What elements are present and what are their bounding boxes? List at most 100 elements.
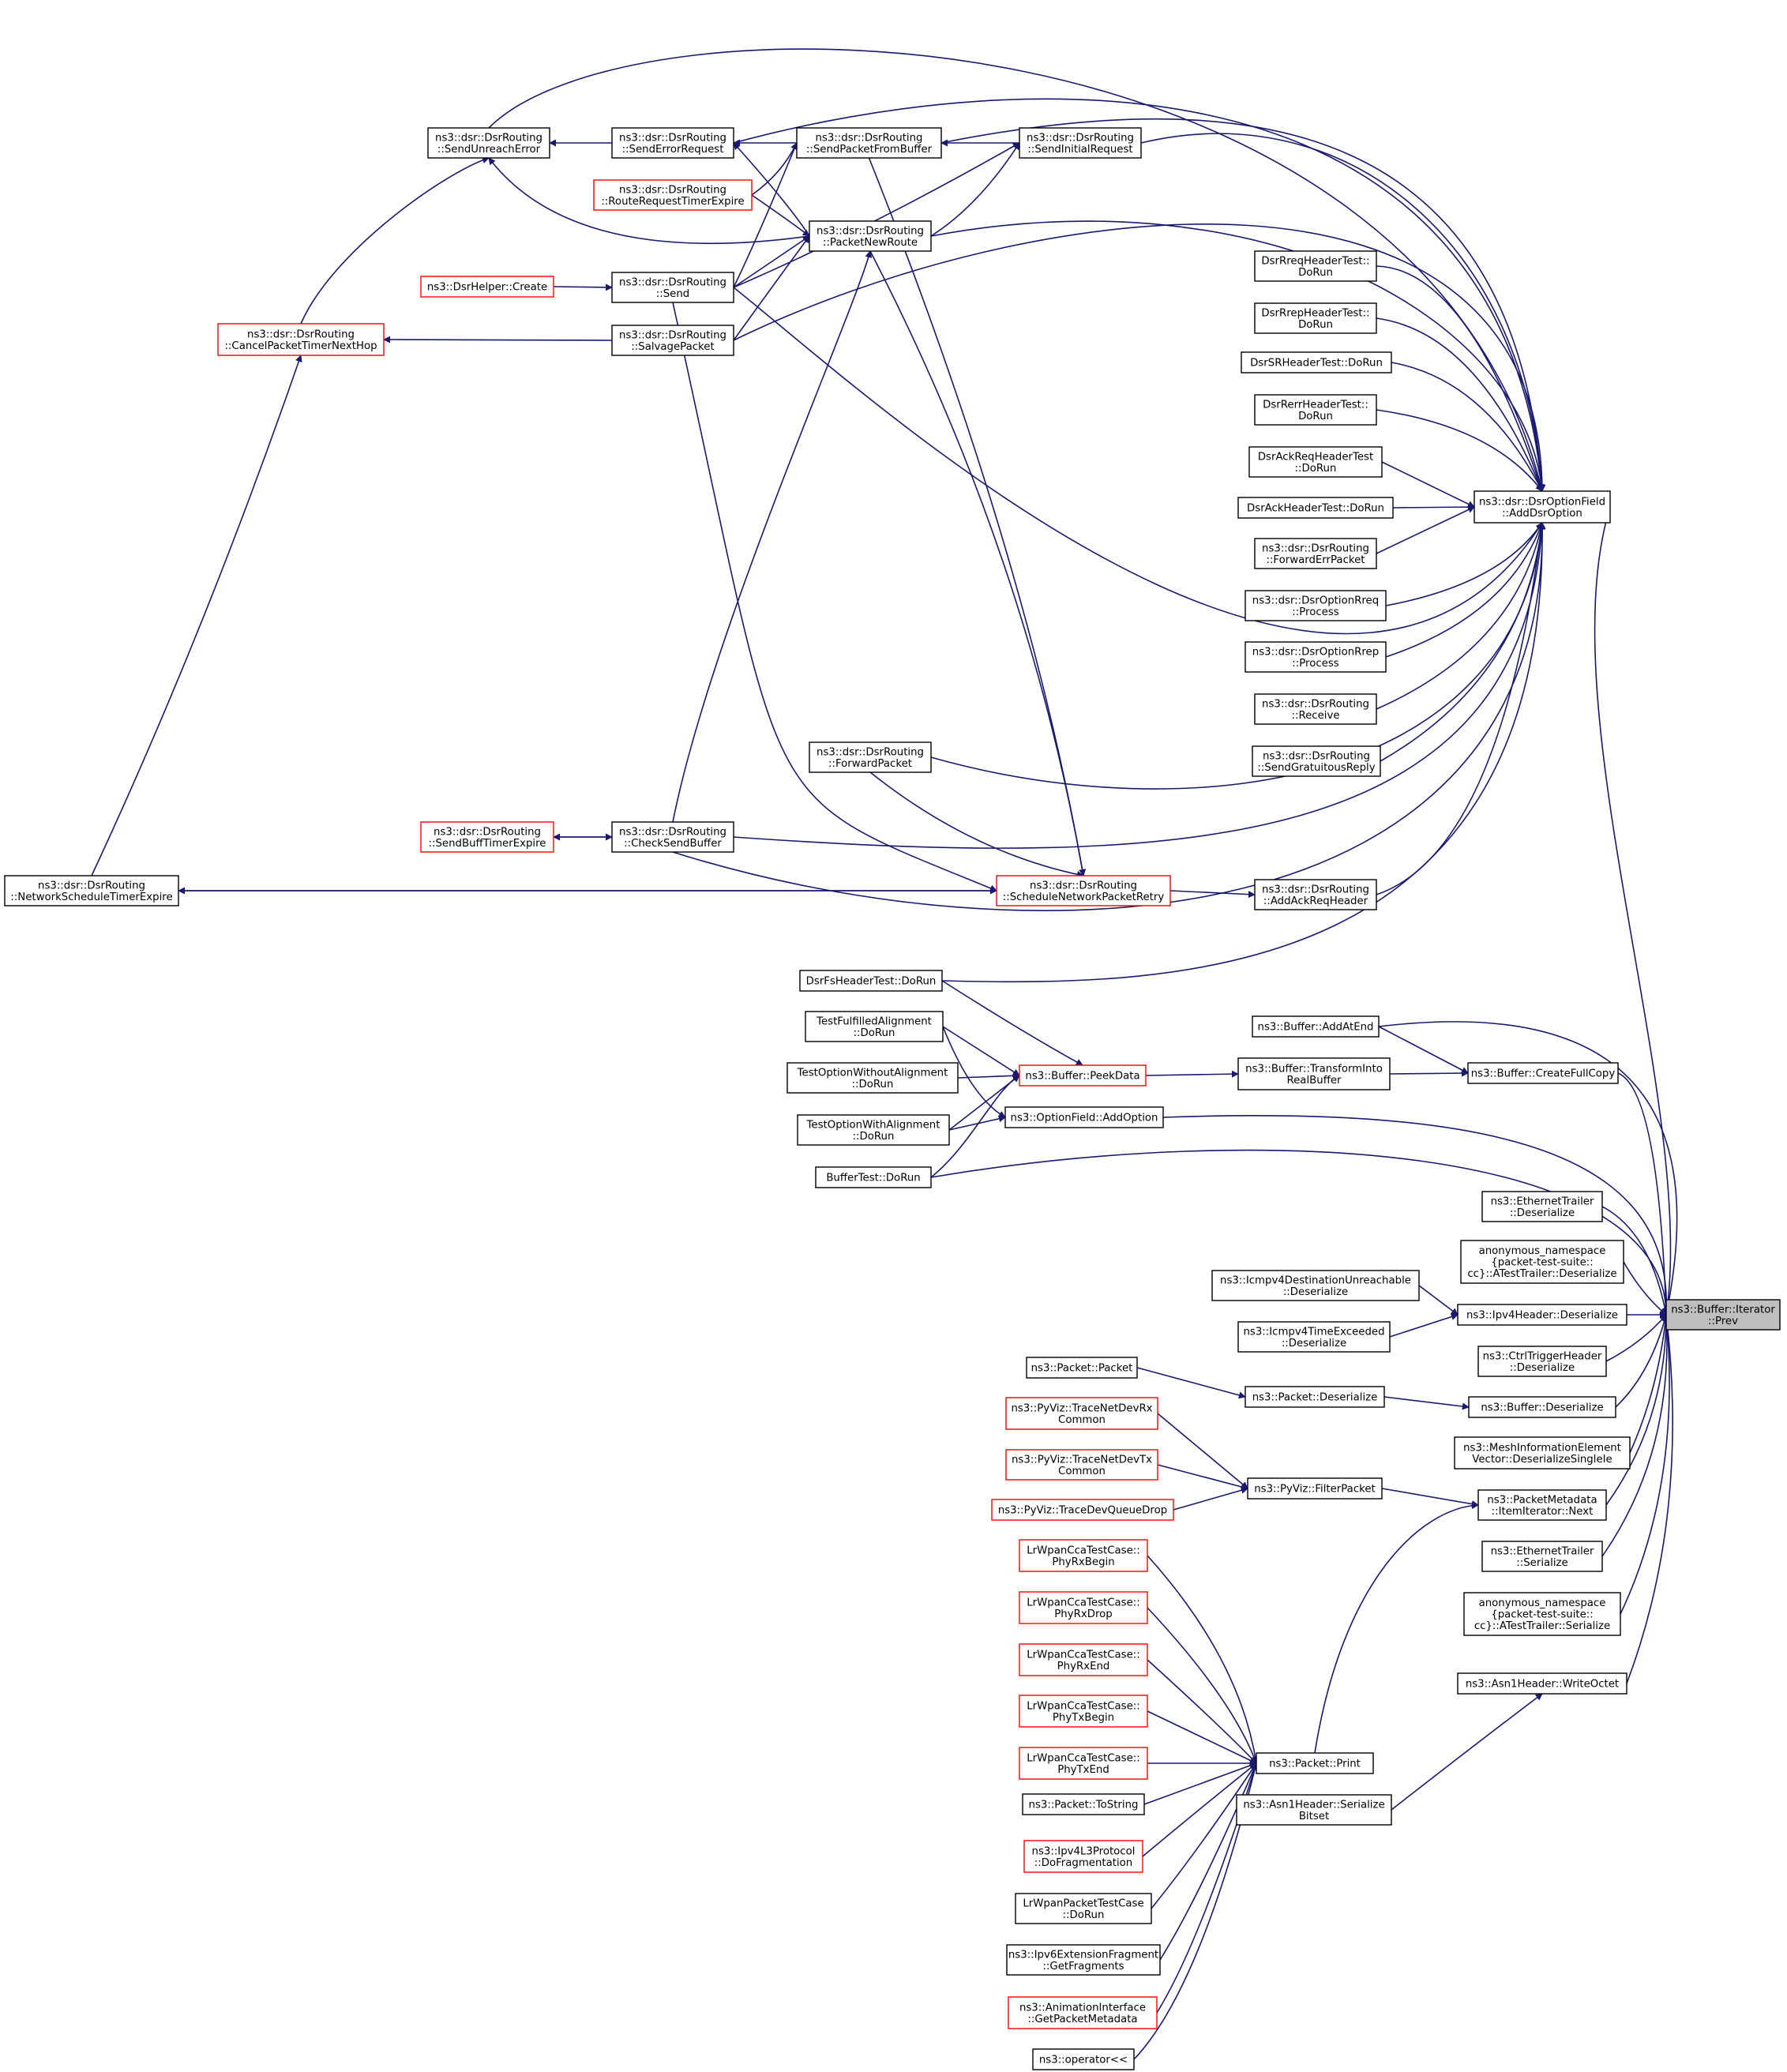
- node-packetPrint[interactable]: ns3::Packet::Print: [1256, 1752, 1374, 1774]
- node-optionFieldAddOption[interactable]: ns3::OptionField::AddOption: [1004, 1106, 1164, 1128]
- node-label-line: ::ForwardPacket: [828, 758, 912, 770]
- node-createFullCopy[interactable]: ns3::Buffer::CreateFullCopy: [1467, 1062, 1619, 1084]
- node-dsrSRHeaderTest[interactable]: DsrSRHeaderTest::DoRun: [1241, 351, 1392, 373]
- node-packetToString[interactable]: ns3::Packet::ToString: [1022, 1793, 1145, 1815]
- node-box: [1248, 446, 1383, 478]
- node-icmpv4DestUnreachable[interactable]: ns3::Icmpv4DestinationUnreachable::Deser…: [1211, 1270, 1420, 1301]
- node-box: [1665, 1299, 1781, 1331]
- node-sendErrorRequest[interactable]: ns3::dsr::DsrRouting::SendErrorRequest: [611, 127, 734, 159]
- node-dsrAckHeaderTest[interactable]: DsrAckHeaderTest::DoRun: [1237, 497, 1394, 519]
- node-testOptionWithoutAlignment[interactable]: TestOptionWithoutAlignment::DoRun: [787, 1062, 959, 1094]
- node-dsrRreqHeaderTest[interactable]: DsrRreqHeaderTest::DoRun: [1254, 250, 1377, 282]
- node-addAtEnd[interactable]: ns3::Buffer::AddAtEnd: [1252, 1015, 1380, 1038]
- node-itemIteratorNext[interactable]: ns3::PacketMetadata::ItemIterator::Next: [1477, 1489, 1607, 1521]
- node-packetPacket[interactable]: ns3::Packet::Packet: [1026, 1357, 1138, 1379]
- node-label-line: ::CheckSendBuffer: [624, 838, 722, 850]
- node-label-line: DoRun: [1298, 267, 1333, 279]
- node-label-line: ns3::dsr::DsrRouting: [1030, 880, 1137, 891]
- call-edge-aTestTrailerSerialize-to-prev: [1620, 1314, 1671, 1615]
- node-label-line: ns3::Buffer::Deserialize: [1481, 1402, 1603, 1414]
- call-edge-addAtEnd-to-prev: [1378, 1021, 1678, 1316]
- node-dsrAckReqHeaderTest[interactable]: DsrAckReqHeaderTest::DoRun: [1248, 446, 1383, 478]
- node-lrWpanPacketTestCase[interactable]: LrWpanPacketTestCase::DoRun: [1015, 1893, 1152, 1924]
- node-label-line: ::GetFragments: [1042, 1961, 1124, 1973]
- node-salvagePacket[interactable]: ns3::dsr::DsrRouting::SalvagePacket: [611, 325, 734, 356]
- node-packetDeserialize[interactable]: ns3::Packet::Deserialize: [1245, 1386, 1385, 1408]
- node-addDsrOption[interactable]: ns3::dsr::DsrOptionField::AddDsrOption: [1474, 490, 1611, 524]
- node-ethernetTrailerDeserialize[interactable]: ns3::EthernetTrailer::Deserialize: [1481, 1191, 1603, 1222]
- node-phyTxBegin[interactable]: LrWpanCcaTestCase::PhyTxBegin: [1019, 1695, 1148, 1728]
- node-phyTxEnd[interactable]: LrWpanCcaTestCase::PhyTxEnd: [1019, 1747, 1148, 1780]
- node-packetNewRoute[interactable]: ns3::dsr::DsrRouting::PacketNewRoute: [809, 220, 932, 252]
- node-sendInitialRequest[interactable]: ns3::dsr::DsrRouting::SendInitialRequest: [1019, 127, 1142, 159]
- node-operatorShift[interactable]: ns3::operator<<: [1032, 2048, 1135, 2070]
- node-box: [1247, 1477, 1383, 1500]
- node-sendPacketFromBuffer[interactable]: ns3::dsr::DsrRouting::SendPacketFromBuff…: [796, 127, 942, 159]
- node-ipv4HeaderDeserialize[interactable]: ns3::Ipv4Header::Deserialize: [1457, 1304, 1627, 1326]
- call-edge-peekData-to-transformIntoRealBuffer: [1145, 1070, 1239, 1078]
- node-label-line: ns3::dsr::DsrRouting: [816, 132, 923, 144]
- node-prev[interactable]: ns3::Buffer::Iterator::Prev: [1665, 1299, 1781, 1331]
- node-forwardPacket[interactable]: ns3::dsr::DsrRouting::ForwardPacket: [809, 741, 932, 773]
- call-edge-forwardPacket-to-scheduleNetworkPacketRetry: [869, 771, 1084, 878]
- node-dsrFsHeaderTest[interactable]: DsrFsHeaderTest::DoRun: [799, 970, 943, 992]
- node-box: [1008, 1996, 1158, 2029]
- node-scheduleNetworkPacketRetry[interactable]: ns3::dsr::DsrRouting::ScheduleNetworkPac…: [996, 875, 1171, 906]
- call-edge-networkScheduleTimerExpire-to-cancelPacketTimerNextHop: [91, 355, 302, 876]
- node-phyRxBegin[interactable]: LrWpanCcaTestCase::PhyRxBegin: [1019, 1539, 1148, 1572]
- node-ethernetTrailerSerialize[interactable]: ns3::EthernetTrailer::Serialize: [1481, 1541, 1603, 1572]
- node-getPacketMetadata[interactable]: ns3::AnimationInterface::GetPacketMetada…: [1008, 1996, 1158, 2029]
- node-rrepProcess[interactable]: ns3::dsr::DsrOptionRrep::Process: [1245, 641, 1387, 673]
- node-label-line: ns3::dsr::DsrRouting: [435, 132, 542, 144]
- node-rreqProcess[interactable]: ns3::dsr::DsrOptionRreq::Process: [1245, 590, 1387, 621]
- node-label-line: ::Prev: [1708, 1316, 1738, 1327]
- node-dsrHelperCreate[interactable]: ns3::DsrHelper::Create: [420, 276, 554, 298]
- node-traceDevQueueDrop[interactable]: ns3::PyViz::TraceDevQueueDrop: [991, 1499, 1174, 1521]
- node-bufferDeserialize[interactable]: ns3::Buffer::Deserialize: [1468, 1396, 1616, 1418]
- call-edge-send-to-scheduleNetworkPacketRetry: [672, 302, 997, 892]
- node-ctrlTriggerHeader[interactable]: ns3::CtrlTriggerHeader::Deserialize: [1477, 1346, 1607, 1377]
- node-receive[interactable]: ns3::dsr::DsrRouting::Receive: [1254, 693, 1377, 725]
- node-peekData[interactable]: ns3::Buffer::PeekData: [1019, 1064, 1147, 1087]
- node-label-line: ::Serialize: [1516, 1557, 1567, 1569]
- node-dsrRrepHeaderTest[interactable]: DsrRrepHeaderTest::DoRun: [1254, 302, 1377, 334]
- node-box: [996, 875, 1171, 906]
- node-bufferTest[interactable]: BufferTest::DoRun: [815, 1166, 932, 1188]
- node-aTestTrailerDeserialize[interactable]: anonymous_namespace{packet-test-suite::c…: [1460, 1240, 1624, 1284]
- node-phyRxEnd[interactable]: LrWpanCcaTestCase::PhyRxEnd: [1019, 1643, 1148, 1676]
- node-box: [815, 1166, 932, 1188]
- node-routeRequestTimerExpire[interactable]: ns3::dsr::DsrRouting::RouteRequestTimerE…: [593, 179, 753, 211]
- node-getFragments[interactable]: ns3::Ipv6ExtensionFragment::GetFragments: [1006, 1944, 1161, 1976]
- node-addAckReqHeader[interactable]: ns3::dsr::DsrRouting::AddAckReqHeader: [1254, 879, 1377, 910]
- node-sendGratuitousReply[interactable]: ns3::dsr::DsrRouting::SendGratuitousRepl…: [1252, 745, 1381, 777]
- node-aTestTrailerSerialize[interactable]: anonymous_namespace{packet-test-suite::c…: [1463, 1592, 1621, 1636]
- node-filterPacket[interactable]: ns3::PyViz::FilterPacket: [1247, 1477, 1383, 1500]
- node-cancelPacketTimerNextHop[interactable]: ns3::dsr::DsrRouting::CancelPacketTimerN…: [217, 323, 385, 356]
- node-meshInfoElement[interactable]: ns3::MeshInformationElementVector::Deser…: [1454, 1436, 1631, 1470]
- node-icmpv4TimeExceeded[interactable]: ns3::Icmpv4TimeExceeded::Deserialize: [1237, 1321, 1391, 1353]
- node-testFulfilledAlignment[interactable]: TestFulfilledAlignment::DoRun: [805, 1011, 944, 1042]
- node-networkScheduleTimerExpire[interactable]: ns3::dsr::DsrRouting::NetworkScheduleTim…: [4, 875, 179, 906]
- node-box: [4, 875, 179, 906]
- node-label-line: Common: [1058, 1414, 1106, 1426]
- node-send[interactable]: ns3::dsr::DsrRouting::Send: [611, 272, 734, 303]
- node-writeOctet[interactable]: ns3::Asn1Header::WriteOctet: [1457, 1672, 1627, 1695]
- call-edge-doFragmentation-to-packetPrint: [1142, 1762, 1257, 1857]
- node-testOptionWithAlignment[interactable]: TestOptionWithAlignment::DoRun: [797, 1114, 950, 1146]
- node-doFragmentation[interactable]: ns3::Ipv4L3Protocol::DoFragmentation: [1023, 1840, 1143, 1873]
- node-checkSendBuffer[interactable]: ns3::dsr::DsrRouting::CheckSendBuffer: [611, 821, 734, 853]
- node-phyRxDrop[interactable]: LrWpanCcaTestCase::PhyRxDrop: [1019, 1591, 1148, 1624]
- node-dsrRerrHeaderTest[interactable]: DsrRerrHeaderTest::DoRun: [1254, 394, 1377, 426]
- node-box: [1019, 1695, 1148, 1728]
- call-edge-send-to-packetNewRoute: [733, 235, 810, 288]
- node-forwardErrPacket[interactable]: ns3::dsr::DsrRouting::ForwardErrPacket: [1254, 538, 1377, 569]
- node-label-line: ns3::PyViz::TraceNetDevRx: [1011, 1402, 1152, 1414]
- node-sendBuffTimerExpire[interactable]: ns3::dsr::DsrRouting::SendBuffTimerExpir…: [420, 821, 554, 853]
- function-nodes: ns3::Buffer::Iterator::Prev ns3::dsr::Dsr…: [4, 127, 1781, 2070]
- node-sendUnreachError[interactable]: ns3::dsr::DsrRouting::SendUnreachError: [427, 127, 550, 159]
- call-edge-addDsrOption-to-prev: [1594, 506, 1672, 1316]
